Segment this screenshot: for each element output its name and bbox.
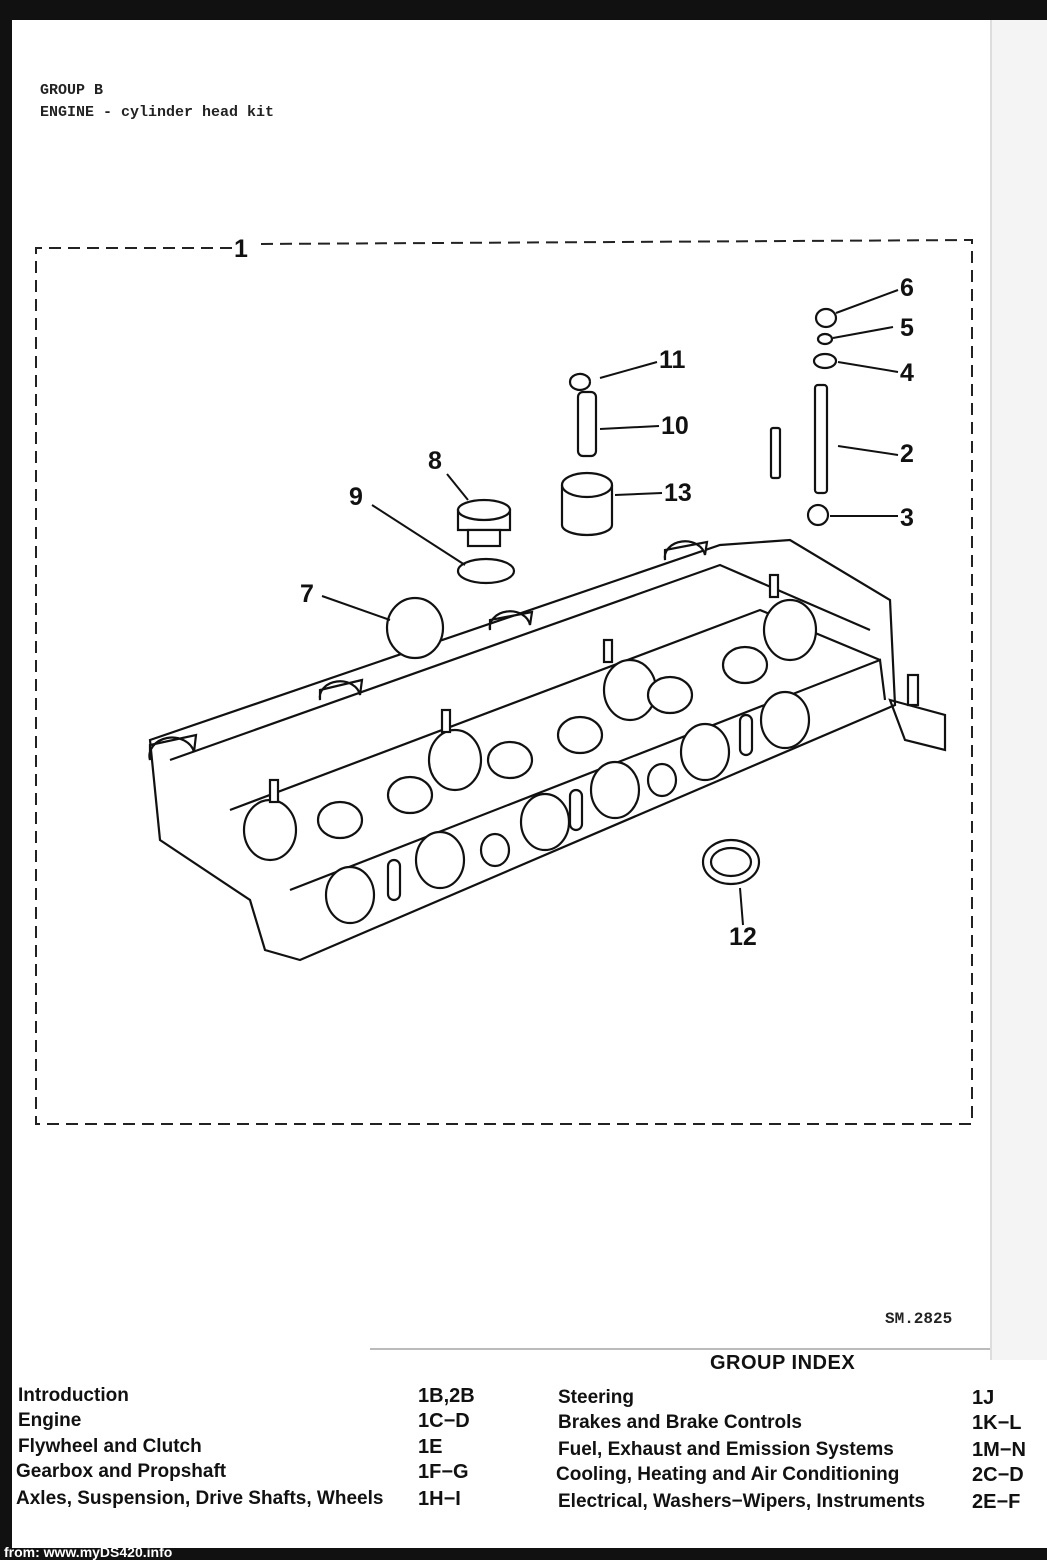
- part-dowel: [806, 503, 830, 527]
- kit-boundary: [35, 238, 973, 1125]
- callout-2: 2: [900, 440, 914, 468]
- part-valve-guide: [576, 390, 598, 458]
- callout-12: 12: [729, 923, 757, 951]
- index-link-brakes[interactable]: Brakes and Brake Controls: [558, 1412, 802, 1433]
- callout-1: 1: [234, 235, 248, 263]
- callout-6: 6: [900, 274, 914, 302]
- part-spring-washer: [816, 332, 834, 346]
- part-nut: [814, 307, 838, 329]
- index-link-axles[interactable]: Axles, Suspension, Drive Shafts, Wheels: [16, 1488, 384, 1509]
- callout-9: 9: [349, 483, 363, 511]
- index-code-brakes[interactable]: 1K−L: [972, 1412, 1022, 1434]
- bottom-scan-border: [0, 1548, 1047, 1560]
- source-footer: from: www.myDS420.info: [4, 1544, 173, 1560]
- figure-reference-code: SM.2825: [885, 1310, 953, 1328]
- index-link-engine[interactable]: Engine: [18, 1410, 82, 1431]
- index-code-cooling[interactable]: 2C−D: [972, 1464, 1024, 1486]
- index-link-electrical[interactable]: Electrical, Washers−Wipers, Instruments: [558, 1491, 926, 1512]
- left-scan-border: [0, 0, 12, 1560]
- callout-numbers: 1 2 3 4 5 6 7 8 9 10 11 12 13: [234, 235, 914, 951]
- part-copper-washer: [456, 557, 516, 585]
- callout-4: 4: [900, 359, 914, 387]
- index-code-engine[interactable]: 1C−D: [418, 1410, 470, 1432]
- callout-7: 7: [300, 580, 314, 608]
- index-link-introduction[interactable]: Introduction: [18, 1385, 129, 1406]
- part-sealing-plug: [385, 596, 445, 660]
- index-link-cooling[interactable]: Cooling, Heating and Air Conditioning: [556, 1464, 900, 1485]
- index-link-fuel[interactable]: Fuel, Exhaust and Emission Systems: [558, 1439, 894, 1460]
- top-scan-border: [0, 0, 1047, 20]
- index-code-gearbox[interactable]: 1F−G: [418, 1461, 469, 1483]
- page-header: GROUP B ENGINE - cylinder head kit: [40, 80, 274, 124]
- index-link-flywheel[interactable]: Flywheel and Clutch: [18, 1436, 202, 1457]
- index-code-steering[interactable]: 1J: [972, 1387, 995, 1409]
- callout-10: 10: [661, 412, 689, 440]
- index-code-flywheel[interactable]: 1E: [418, 1436, 443, 1458]
- adjacent-page-strip: [990, 20, 1047, 1360]
- group-index-title: GROUP INDEX: [710, 1352, 856, 1374]
- group-heading: GROUP B: [40, 82, 104, 99]
- callout-13: 13: [664, 479, 692, 507]
- index-code-fuel[interactable]: 1M−N: [972, 1439, 1026, 1461]
- callout-5: 5: [900, 314, 914, 342]
- cylinder-head: [148, 538, 947, 962]
- page-title: ENGINE - cylinder head kit: [40, 104, 275, 121]
- leader-lines: [321, 289, 899, 926]
- callout-11: 11: [659, 346, 686, 374]
- index-link-gearbox[interactable]: Gearbox and Propshaft: [16, 1461, 227, 1482]
- callout-3: 3: [900, 504, 914, 532]
- part-stud: [813, 383, 829, 495]
- cylinder-head-exploded-diagram: 1 2 3 4 5 6 7 8 9 10 11 12 13: [35, 235, 973, 1125]
- loose-parts: [385, 307, 838, 886]
- index-link-steering[interactable]: Steering: [558, 1387, 635, 1408]
- index-code-electrical[interactable]: 2E−F: [972, 1491, 1021, 1513]
- part-circlip: [568, 372, 592, 392]
- index-code-axles[interactable]: 1H−I: [418, 1488, 461, 1510]
- part-washer: [812, 352, 838, 370]
- group-index-divider: [370, 1348, 990, 1350]
- index-code-introduction[interactable]: 1B,2B: [418, 1385, 475, 1407]
- part-short-stud: [769, 426, 782, 480]
- part-seat-insert: [560, 485, 614, 537]
- callout-8: 8: [428, 447, 442, 475]
